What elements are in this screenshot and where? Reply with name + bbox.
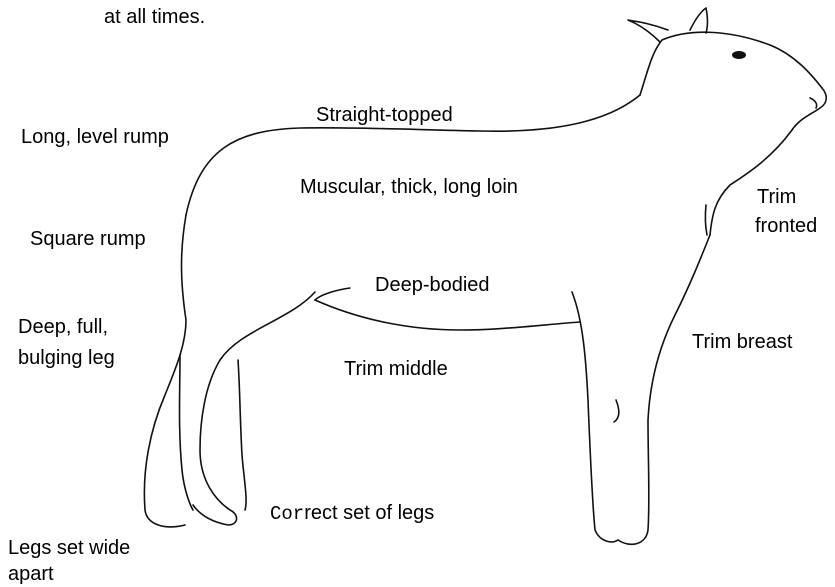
lamb-shoulder	[705, 205, 707, 235]
label-deep-full-leg-line1: Deep, full,	[18, 314, 108, 340]
label-long-level-rump: Long, level rump	[21, 124, 169, 150]
label-deep-bodied: Deep-bodied	[375, 272, 490, 298]
label-trim-breast: Trim breast	[692, 329, 792, 355]
lamb-ear-front	[628, 20, 668, 42]
lamb-muzzle	[792, 88, 826, 130]
lamb-eye	[732, 51, 746, 59]
lamb-rear-leg-back	[180, 355, 194, 510]
label-correct-legs-rest: rect set of legs	[304, 502, 434, 524]
label-muscular-loin: Muscular, thick, long loin	[300, 174, 518, 200]
lamb-front-knee	[614, 400, 619, 422]
lamb-belly	[315, 300, 580, 330]
label-straight-topped: Straight-topped	[316, 102, 453, 128]
label-deep-full-leg-line2: bulging leg	[18, 345, 115, 371]
label-legs-wide-line1: Legs set wide	[8, 535, 130, 561]
label-trim-fronted-line2: fronted	[755, 213, 817, 239]
intro-fragment-text: at all times.	[104, 4, 205, 30]
lamb-rear-leg-inner	[238, 360, 246, 510]
lamb-ear-back	[690, 8, 708, 33]
lamb-mouth	[810, 98, 817, 108]
label-correct-legs-prefix: Cor	[270, 503, 304, 525]
lamb-head-top	[640, 32, 822, 95]
lamb-front-leg-inner	[572, 292, 618, 542]
label-correct-set-of-legs: Correct set of legs	[270, 500, 434, 527]
lamb-rear-leg	[193, 292, 315, 525]
label-legs-wide-line2: apart	[8, 561, 54, 587]
label-trim-middle: Trim middle	[344, 356, 448, 382]
label-trim-fronted-line1: Trim	[757, 184, 796, 210]
label-square-rump: Square rump	[30, 226, 146, 252]
lamb-brisket	[618, 235, 710, 544]
lamb-flank	[315, 288, 350, 300]
